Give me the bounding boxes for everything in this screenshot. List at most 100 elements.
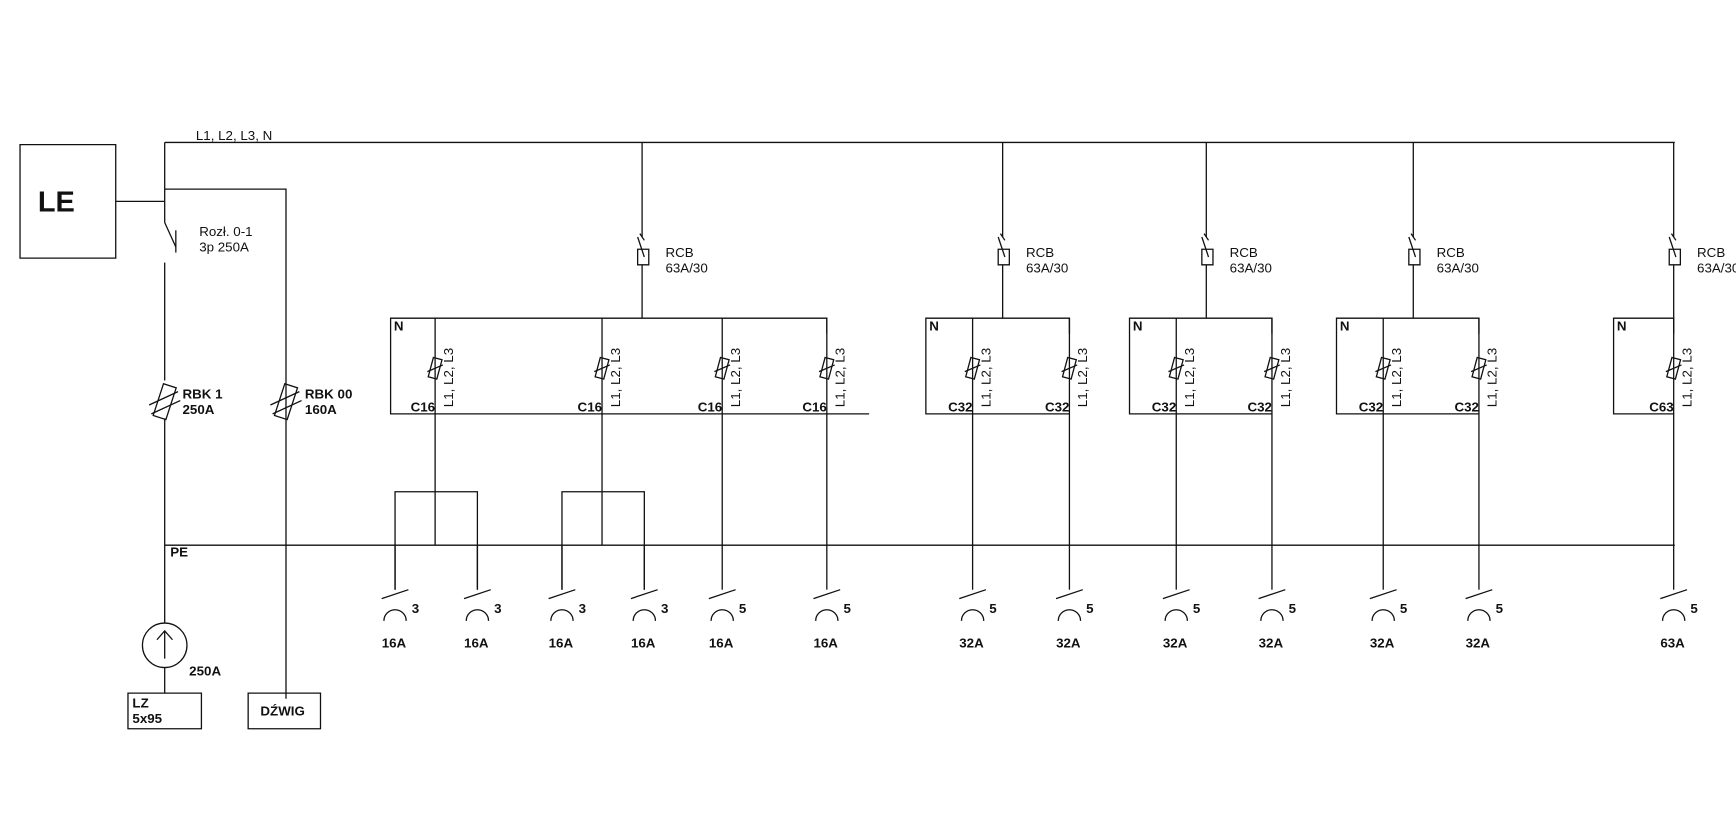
main-switch-label-2: 3p 250A: [199, 239, 249, 254]
socket-stroke: [1660, 590, 1687, 599]
socket-arc: [711, 610, 733, 621]
socket-rating: 63A: [1660, 636, 1685, 651]
rcb-label: RCB: [1437, 245, 1465, 260]
crane-fuse: RBK 00 160A: [270, 384, 352, 420]
socket-arc: [551, 610, 573, 621]
socket-outlet: 3 16A: [464, 545, 502, 651]
rcb-rating: 63A/30: [1697, 261, 1736, 276]
breaker-fuse-mark: [714, 365, 730, 372]
socket-rating: 16A: [382, 636, 407, 651]
breaker-fuse-mark: [1666, 365, 1682, 372]
socket-outlet: 5 16A: [813, 545, 852, 651]
rcb-contact-mark: [640, 234, 644, 241]
breaker-label: C16: [698, 400, 722, 415]
phase-label: L1, L2, L3: [978, 348, 993, 407]
breaker-fuse-mark: [427, 365, 443, 372]
source-box: LE: [20, 145, 116, 258]
socket-stroke: [1466, 590, 1493, 599]
breaker-label: C16: [411, 400, 435, 415]
socket-rating: 16A: [631, 636, 656, 651]
socket-stroke: [959, 590, 986, 599]
neutral-label: N: [394, 318, 404, 333]
breaker-fuse: [820, 357, 834, 379]
socket-poles: 5: [1086, 601, 1094, 616]
socket-poles: 5: [739, 601, 747, 616]
phase-label: L1, L2, L3: [1278, 348, 1293, 407]
socket-poles: 3: [494, 601, 501, 616]
socket-poles: 5: [1400, 601, 1408, 616]
phase-label: L1, L2, L3: [608, 348, 623, 407]
socket-stroke: [1163, 590, 1190, 599]
breaker-fuse: [1376, 357, 1390, 379]
socket-arc: [1372, 610, 1394, 621]
socket-rating: 16A: [549, 636, 574, 651]
rcb-rating: 63A/30: [1230, 261, 1272, 276]
phase-label: L1, L2, L3: [1485, 348, 1500, 407]
breaker-fuse-mark: [965, 365, 981, 372]
socket-rating: 16A: [464, 636, 489, 651]
socket-outlet: 5 32A: [959, 545, 997, 651]
socket-stroke: [1056, 590, 1083, 599]
neutral-label: N: [929, 318, 939, 333]
breaker-label: C32: [1247, 400, 1271, 415]
phase-label: L1, L2, L3: [728, 348, 743, 407]
rcb-contact: [1409, 237, 1416, 257]
breaker-fuse: [715, 357, 729, 379]
breaker-fuse: [1265, 357, 1279, 379]
socket-rating: 32A: [1259, 636, 1284, 651]
sockets: 316A316A316A316A516A516A532A532A532A532A…: [382, 492, 1698, 651]
crane-feed-line: [165, 189, 286, 699]
socket-arc: [961, 610, 983, 621]
socket-stroke: [813, 590, 840, 599]
socket-poles: 5: [844, 601, 852, 616]
busbar-label: L1, L2, L3, N: [196, 128, 272, 143]
phase-label: L1, L2, L3: [441, 348, 456, 407]
breaker-label: C32: [948, 400, 972, 415]
breaker-fuse-mark: [594, 365, 610, 372]
main-fuse-label-1: RBK 1: [183, 386, 224, 401]
socket-stroke: [464, 590, 491, 599]
breaker-fuse-mark: [1471, 365, 1487, 372]
breaker-fuse: [595, 357, 609, 379]
main-fuse: RBK 1 250A: [149, 384, 223, 623]
pe-label: PE: [170, 544, 188, 559]
socket-rating: 16A: [813, 636, 838, 651]
socket-poles: 5: [989, 601, 997, 616]
phase-label: L1, L2, L3: [1182, 348, 1197, 407]
breaker-label: C63: [1649, 400, 1673, 415]
crane-fuse-label-2: 160A: [305, 402, 337, 417]
socket-arc: [466, 610, 488, 621]
rcb-label: RCB: [1697, 245, 1725, 260]
split-branch: [562, 492, 644, 590]
rcb-label: RCB: [1026, 245, 1054, 260]
breaker-fuse-mark: [1264, 365, 1280, 372]
supply-cable-label-1: LZ: [132, 696, 148, 711]
socket-poles: 3: [579, 601, 586, 616]
socket-stroke: [549, 590, 576, 599]
socket-stroke: [1370, 590, 1397, 599]
socket-rating: 32A: [959, 636, 984, 651]
socket-arc: [816, 610, 838, 621]
socket-stroke: [631, 590, 658, 599]
breaker-fuse-mark: [1375, 365, 1391, 372]
source-label: LE: [38, 186, 75, 218]
main-switch: Rozł. 0-1 3p 250A: [165, 223, 253, 381]
rcb-coil: [998, 249, 1009, 265]
crane-label: DŹWIG: [260, 703, 304, 718]
rcb-coil: [1409, 249, 1420, 265]
socket-arc: [384, 610, 406, 621]
rcb-contact-mark: [1204, 234, 1208, 241]
socket-rating: 32A: [1466, 636, 1491, 651]
phase-label: L1, L2, L3: [833, 348, 848, 407]
supply-cable-box: LZ 5x95: [128, 693, 201, 729]
